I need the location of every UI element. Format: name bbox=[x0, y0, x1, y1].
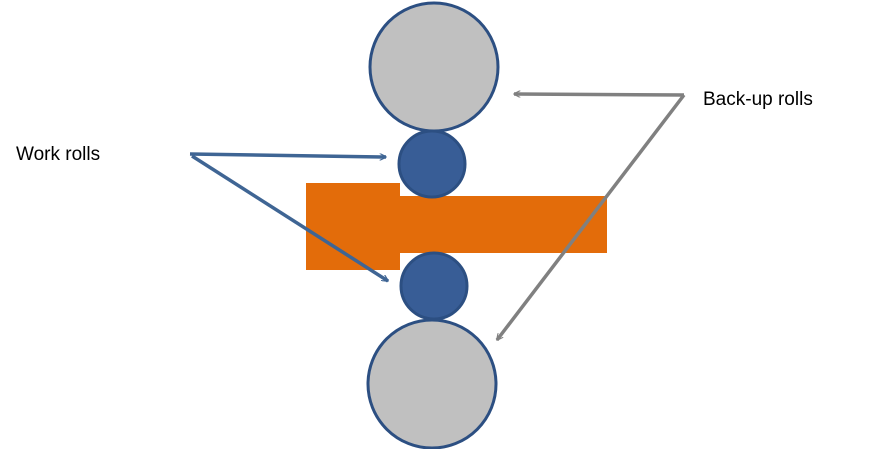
top-work-roll bbox=[397, 129, 467, 199]
backup-arrow-top bbox=[514, 94, 685, 95]
work-arrow-top bbox=[189, 152, 386, 157]
top-backup-roll bbox=[368, 1, 500, 133]
metal-strip bbox=[306, 183, 607, 270]
bottom-backup-roll bbox=[366, 318, 498, 449]
bottom-work-roll bbox=[399, 251, 469, 321]
backup-rolls-label: Back-up rolls bbox=[703, 89, 813, 110]
work-rolls-label: Work rolls bbox=[16, 144, 101, 165]
backup-arrow-bottom bbox=[495, 93, 686, 340]
work-arrow-bottom bbox=[191, 154, 388, 283]
